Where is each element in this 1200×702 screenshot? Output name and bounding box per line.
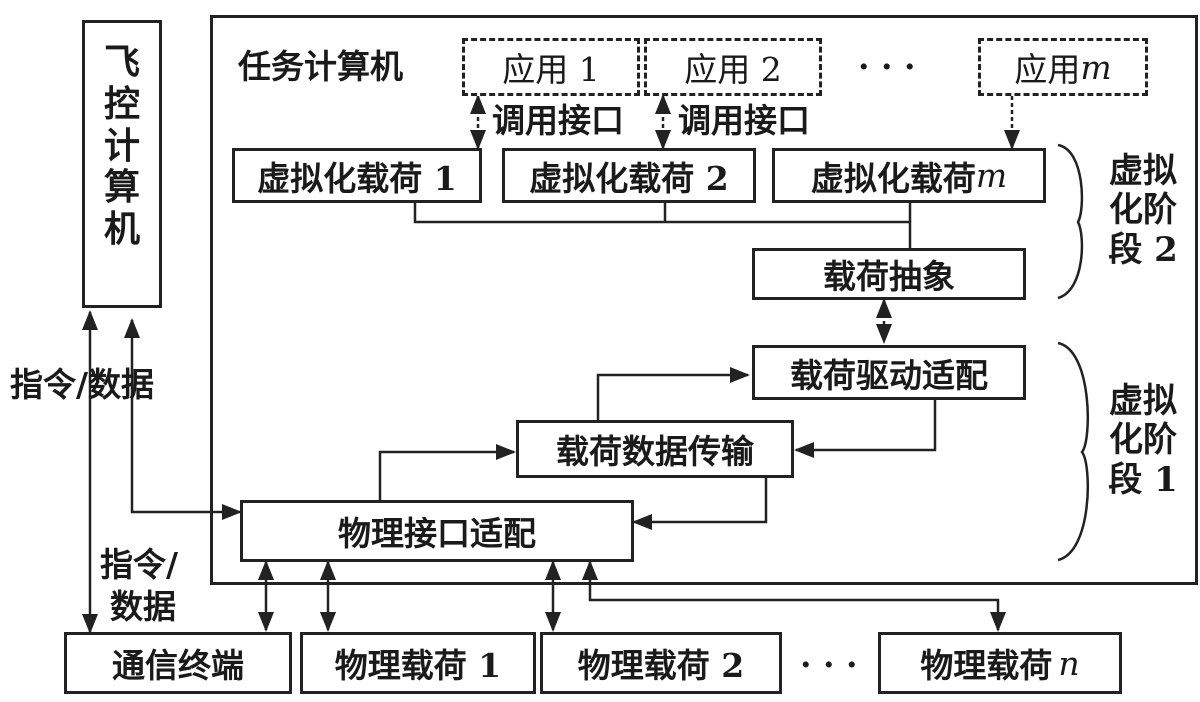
virtual-payload-m-var: m [975,156,1008,195]
physical-interface-adaptation-box: 物理接口适配 [240,500,634,562]
stage1-bracket [1057,341,1090,562]
payload-data-transfer-box: 载荷数据传输 [516,420,794,478]
stage2-bracket [1057,143,1084,300]
cmd-data-main-label: 指令/数据 [10,365,155,404]
transfer-to-driver-arrow [596,367,750,420]
comm-terminal-box: 通信终端 [64,632,292,694]
physical-payload-ellipsis: · · · [800,645,858,684]
app-ellipsis: · · · [858,47,916,86]
physical-payload-2-box: 物理载荷 2 [540,632,782,694]
mission-computer-frame [210,15,1198,585]
app-2-box: 应用 2 [644,38,822,96]
flight-control-computer-box [82,20,162,308]
fcc-phys-arrow [124,318,242,520]
call-interface-1: 调用接口 [492,101,624,140]
physical-payload-n-prefix: 物理载荷 [920,646,1053,685]
phys-to-transfer-arrow [378,444,516,500]
payload-abstraction-box: 载荷抽象 [752,248,1026,300]
physical-payload-1-box: 物理载荷 1 [300,632,536,694]
cmd-data-small-label-line1: 指令/ [100,545,179,584]
virtual-payload-2-box: 虚拟化载荷 2 [502,148,756,203]
virtual-payload-1-box: 虚拟化载荷 1 [232,148,482,203]
flight-control-computer-label: 飞 控 计 算 机 [103,41,140,250]
phys-ppn-arrow [582,560,1006,632]
physical-payload-n-var: n [1058,643,1080,683]
app-1-box: 应用 1 [462,38,640,96]
transfer-to-phys-arrow [632,478,768,530]
mission-computer-title: 任务计算机 [238,47,403,86]
stage-2-label: 虚拟 化阶 段 2 [1108,151,1178,270]
driver-to-transfer-arrow [794,400,937,458]
call-interface-2: 调用接口 [678,101,810,140]
virtual-payload-m-prefix: 虚拟化载荷 [810,158,976,198]
vp-bus-line [413,203,912,248]
app-m-prefix: 应用 [1014,50,1081,89]
cmd-data-small-label-line2: 数据 [110,587,176,626]
stage-1-label: 虚拟 化阶 段 1 [1108,381,1178,500]
app-m-var: m [1080,47,1112,87]
payload-driver-adaptation-box: 载荷驱动适配 [752,345,1026,400]
